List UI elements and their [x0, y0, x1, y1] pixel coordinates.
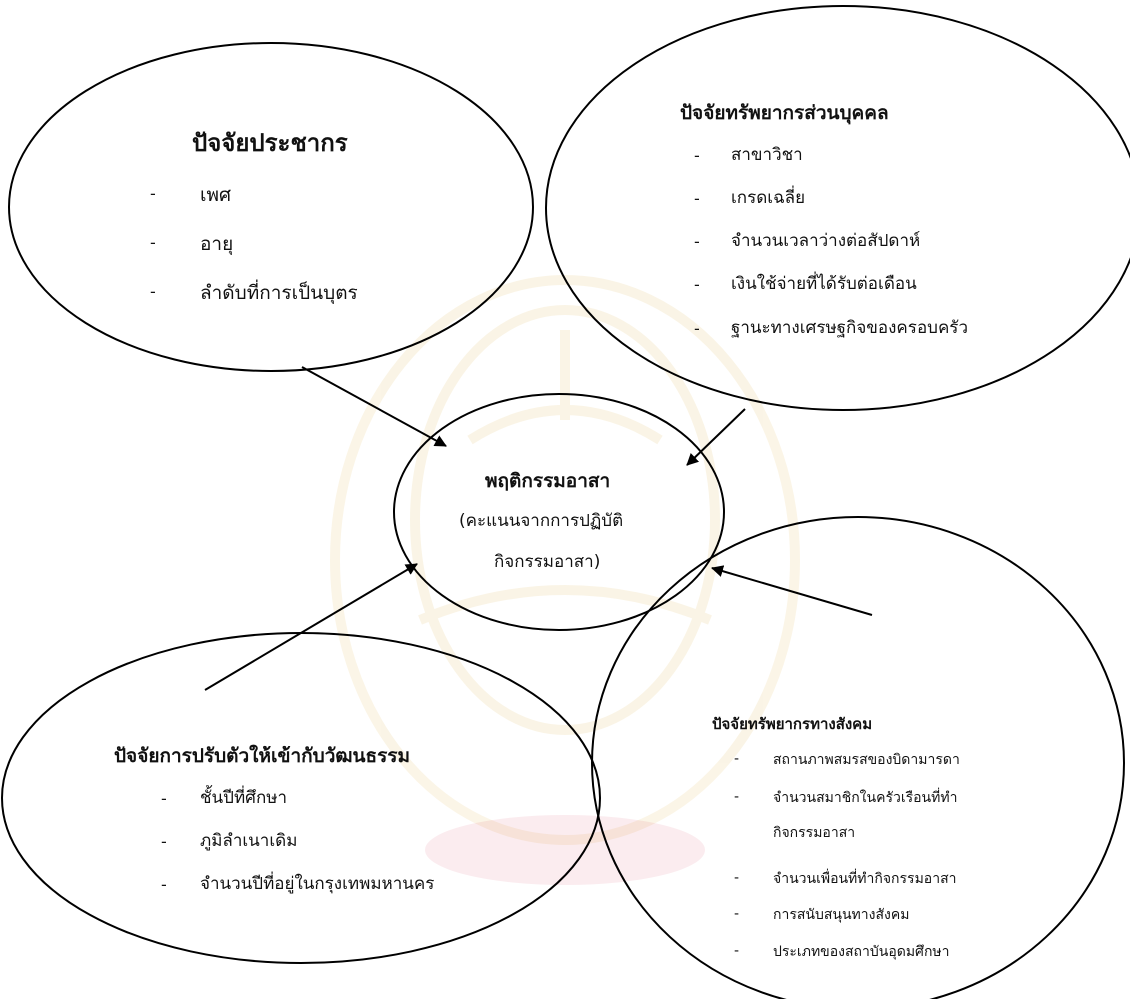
personal-resources-ellipse	[545, 5, 1130, 411]
bullet-dash: -	[694, 275, 700, 294]
bullet-dash: -	[734, 906, 740, 922]
center-subtitle-line2: กิจกรรมอาสา)	[494, 552, 601, 572]
bullet-dash: -	[734, 789, 740, 805]
social-item-friends-volunteering: จำนวนเพื่อนที่ทำกิจกรรมอาสา	[773, 871, 957, 887]
bullet-dash: -	[734, 870, 740, 886]
acculturation-ellipse	[1, 632, 601, 964]
personal-item-major: สาขาวิชา	[731, 145, 803, 165]
personal-item-gpa: เกรดเฉลี่ย	[731, 188, 806, 208]
arrow-personal-to-behavior	[686, 408, 746, 466]
social-resources-title: ปัจจัยทรัพยากรทางสังคม	[712, 715, 873, 733]
personal-item-allowance: เงินใช้จ่ายที่ได้รับต่อเดือน	[731, 274, 917, 294]
bullet-dash: -	[150, 233, 156, 252]
demographic-item-age: อายุ	[200, 233, 234, 255]
social-item-household-members-line2: กิจกรรมอาสา	[773, 825, 856, 841]
acculturation-title: ปัจจัยการปรับตัวให้เข้ากับวัฒนธรรม	[114, 745, 411, 767]
social-item-social-support: การสนับสนุนทางสังคม	[773, 907, 910, 923]
social-item-parents-marital-status: สถานภาพสมรสของบิดามารดา	[773, 752, 960, 768]
demographic-item-birth-order: ลำดับที่การเป็นบุตร	[200, 282, 358, 304]
center-subtitle-line1: (คะแนนจากการปฏิบัติ	[459, 511, 624, 531]
demographic-ellipse	[8, 42, 534, 372]
social-resources-ellipse	[591, 516, 1125, 999]
bullet-dash: -	[150, 184, 156, 203]
bullet-dash: -	[734, 943, 740, 959]
bullet-dash: -	[734, 751, 740, 767]
bullet-dash: -	[694, 189, 700, 208]
bullet-dash: -	[161, 875, 167, 894]
personal-item-family-economic-status: ฐานะทางเศรษฐกิจของครอบครัว	[731, 318, 968, 338]
acculturation-item-years-in-bangkok: จำนวนปีที่อยู่ในกรุงเทพมหานคร	[200, 874, 435, 894]
bullet-dash: -	[161, 832, 167, 851]
arrow-acculturation-to-behavior	[204, 563, 418, 691]
arrow-social-to-behavior	[711, 565, 873, 616]
social-item-institution-type: ประเภทของสถาบันอุดมศึกษา	[773, 944, 950, 960]
demographic-title: ปัจจัยประชากร	[192, 129, 348, 157]
bullet-dash: -	[150, 282, 156, 301]
center-ellipse	[393, 393, 725, 631]
center-title: พฤติกรรมอาสา	[485, 470, 611, 492]
arrow-demographic-to-behavior	[301, 366, 447, 447]
acculturation-item-hometown: ภูมิลำเนาเดิม	[200, 831, 298, 851]
personal-item-free-time: จำนวนเวลาว่างต่อสัปดาห์	[731, 231, 921, 251]
acculturation-item-year-of-study: ชั้นปีที่ศึกษา	[200, 788, 287, 808]
bullet-dash: -	[694, 319, 700, 338]
personal-resources-title: ปัจจัยทรัพยากรส่วนบุคคล	[680, 102, 889, 124]
demographic-item-gender: เพศ	[200, 184, 232, 206]
bullet-dash: -	[161, 789, 167, 808]
social-item-household-members-line1: จำนวนสมาชิกในครัวเรือนที่ทำ	[773, 790, 958, 806]
bullet-dash: -	[694, 146, 700, 165]
bullet-dash: -	[694, 232, 700, 251]
